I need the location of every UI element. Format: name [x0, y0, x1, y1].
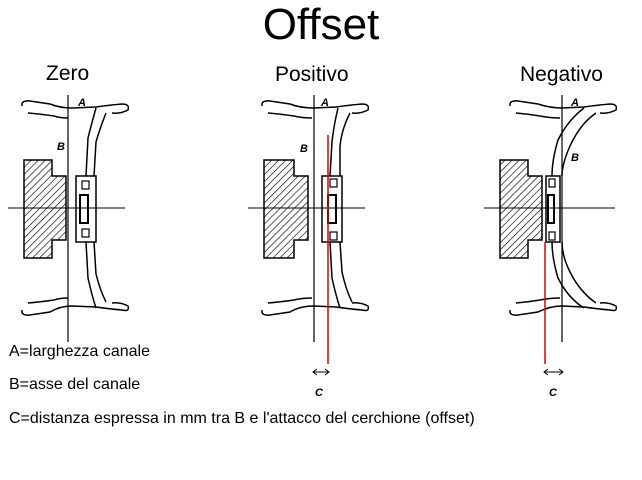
- legend-b: B=asse del canale: [9, 376, 141, 393]
- panel-positive-heading: Positivo: [275, 63, 349, 86]
- panel-zero-heading: Zero: [46, 62, 90, 85]
- a-label-zero: A: [77, 97, 86, 109]
- b-label-positive: B: [300, 143, 308, 155]
- legend-a: A=larghezza canale: [9, 343, 150, 360]
- legend-c: C=distanza espressa in mm tra B e l'atta…: [9, 410, 475, 427]
- a-label-positive: A: [320, 97, 329, 109]
- page-title: Offset: [262, 0, 380, 49]
- wheel-positive: A B C: [248, 95, 370, 399]
- wheel-negative: A B C: [484, 95, 618, 399]
- hub-negative: [499, 159, 543, 259]
- hub-zero: [23, 159, 67, 259]
- b-label-zero: B: [57, 141, 65, 153]
- b-label-negative: B: [571, 152, 579, 164]
- c-label-negative: C: [549, 387, 558, 399]
- hub-positive: [263, 159, 309, 259]
- a-label-negative: A: [570, 97, 579, 109]
- wheel-zero: A B: [8, 95, 130, 342]
- c-label-positive: C: [315, 387, 324, 399]
- panel-negative-heading: Negativo: [520, 63, 603, 86]
